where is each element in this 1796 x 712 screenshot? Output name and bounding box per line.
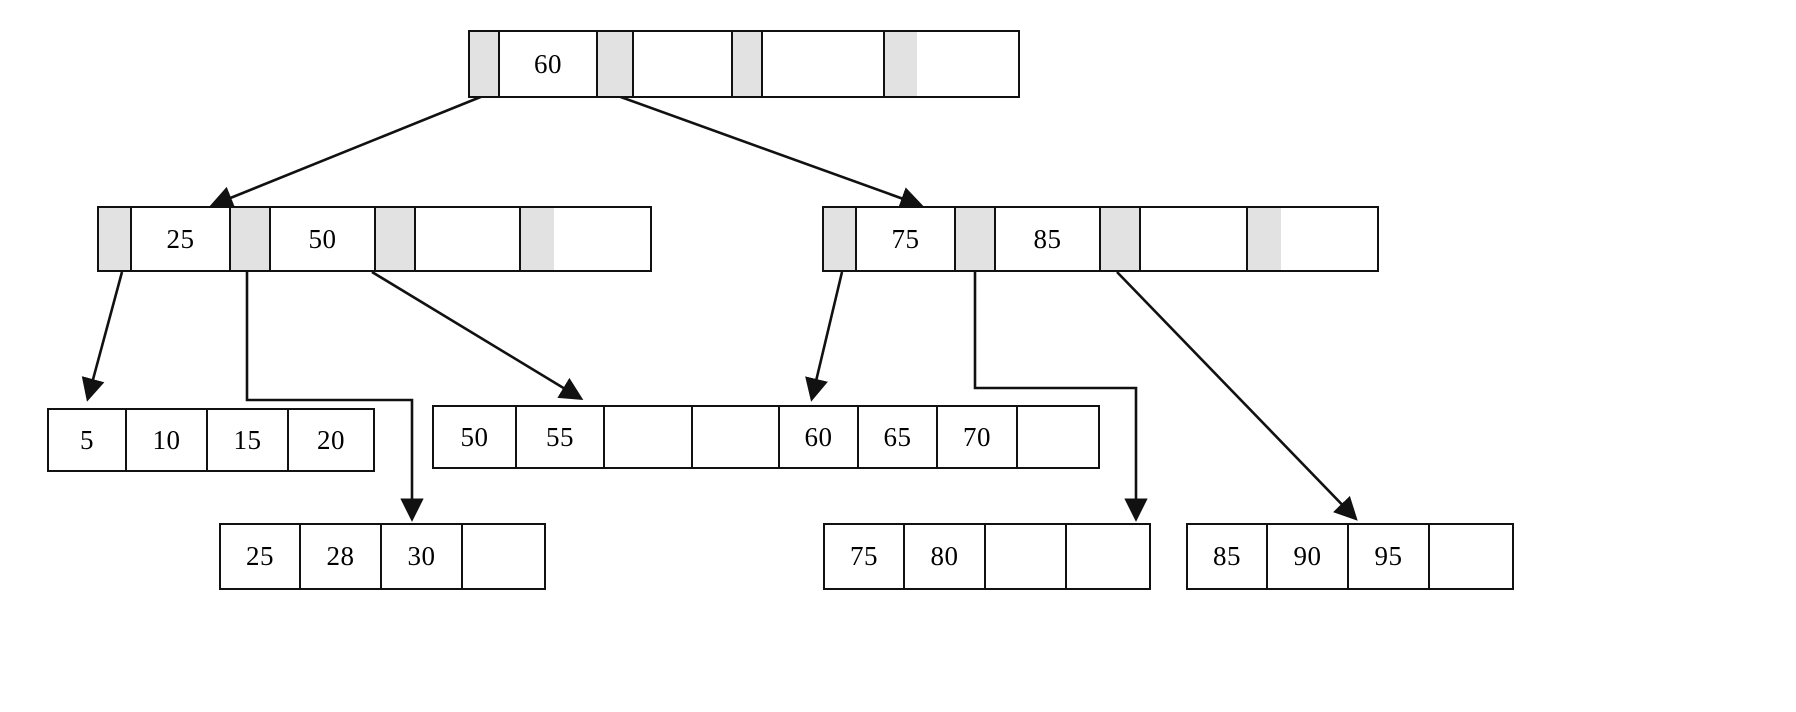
node-leaf-6[interactable]: 85 90 95 <box>1186 523 1514 590</box>
internal-right-key-1[interactable]: 85 <box>996 208 1101 270</box>
leaf-5-cell-2[interactable] <box>986 525 1068 588</box>
edge-root-to-internal-left <box>209 94 484 209</box>
internal-left-pointer-3[interactable] <box>521 208 554 270</box>
internal-right-pointer-2[interactable] <box>1101 208 1141 270</box>
edge-internal-right-to-leaf-6 <box>1116 271 1358 521</box>
internal-left-key-0[interactable]: 25 <box>132 208 231 270</box>
leaf-5-cell-1[interactable]: 80 <box>905 525 987 588</box>
root-key-1[interactable] <box>634 32 733 96</box>
edge-internal-left-to-leaf-2 <box>245 272 424 522</box>
internal-right-key-2[interactable] <box>1141 208 1248 270</box>
leaf-6-cell-0[interactable]: 85 <box>1188 525 1269 588</box>
internal-left-key-1[interactable]: 50 <box>271 208 376 270</box>
root-pointer-3[interactable] <box>885 32 917 96</box>
leaf-6-cell-3[interactable] <box>1430 525 1512 588</box>
leaf-1-cell-3[interactable]: 20 <box>289 410 373 470</box>
root-pointer-0[interactable] <box>470 32 500 96</box>
node-internal-right[interactable]: 75 85 <box>822 206 1379 272</box>
leaf-3-cell-1[interactable]: 55 <box>517 407 606 467</box>
leaf-4-cell-2[interactable]: 70 <box>938 407 1019 467</box>
leaf-3-cell-0[interactable]: 50 <box>434 407 518 467</box>
node-leaf-5[interactable]: 75 80 <box>823 523 1151 590</box>
internal-left-pointer-1[interactable] <box>231 208 271 270</box>
internal-right-pointer-1[interactable] <box>956 208 996 270</box>
internal-left-pointer-0[interactable] <box>99 208 132 270</box>
edge-internal-right-to-leaf-4 <box>805 271 844 402</box>
node-leaf-1[interactable]: 5 10 15 20 <box>47 408 375 472</box>
edge-root-to-internal-right <box>617 94 924 210</box>
leaf-4-cell-1[interactable]: 65 <box>859 407 939 467</box>
leaf-4-cell-3[interactable] <box>1018 407 1098 467</box>
leaf-6-cell-2[interactable]: 95 <box>1349 525 1431 588</box>
leaf-3-cell-3[interactable] <box>693 407 782 467</box>
root-pointer-1[interactable] <box>598 32 634 96</box>
node-leaf-2[interactable]: 25 28 30 <box>219 523 546 590</box>
internal-right-key-0[interactable]: 75 <box>857 208 956 270</box>
edge-internal-right-to-leaf-5 <box>973 272 1148 522</box>
root-pointer-2[interactable] <box>733 32 763 96</box>
leaf-2-cell-0[interactable]: 25 <box>221 525 302 588</box>
leaf-2-cell-3[interactable] <box>463 525 544 588</box>
leaf-2-cell-1[interactable]: 28 <box>301 525 383 588</box>
leaf-1-cell-2[interactable]: 15 <box>208 410 290 470</box>
leaf-1-cell-0[interactable]: 5 <box>49 410 128 470</box>
edge-internal-left-to-leaf-1 <box>81 271 124 402</box>
leaf-3-cell-2[interactable] <box>605 407 694 467</box>
node-leaf-4[interactable]: 60 65 70 <box>778 405 1100 469</box>
node-internal-left[interactable]: 25 50 <box>97 206 652 272</box>
leaf-1-cell-1[interactable]: 10 <box>127 410 209 470</box>
internal-right-pointer-0[interactable] <box>824 208 857 270</box>
root-key-0[interactable]: 60 <box>500 32 598 96</box>
leaf-5-cell-3[interactable] <box>1067 525 1149 588</box>
leaf-6-cell-1[interactable]: 90 <box>1268 525 1350 588</box>
root-key-2[interactable] <box>763 32 885 96</box>
node-root[interactable]: 60 <box>468 30 1020 98</box>
edge-internal-left-to-leaf-3 <box>371 270 584 401</box>
leaf-5-cell-0[interactable]: 75 <box>825 525 906 588</box>
internal-left-key-2[interactable] <box>416 208 521 270</box>
leaf-2-cell-2[interactable]: 30 <box>382 525 464 588</box>
internal-right-pointer-3[interactable] <box>1248 208 1281 270</box>
leaf-4-cell-0[interactable]: 60 <box>780 407 860 467</box>
internal-left-pointer-2[interactable] <box>376 208 416 270</box>
node-leaf-3[interactable]: 50 55 <box>432 405 784 469</box>
